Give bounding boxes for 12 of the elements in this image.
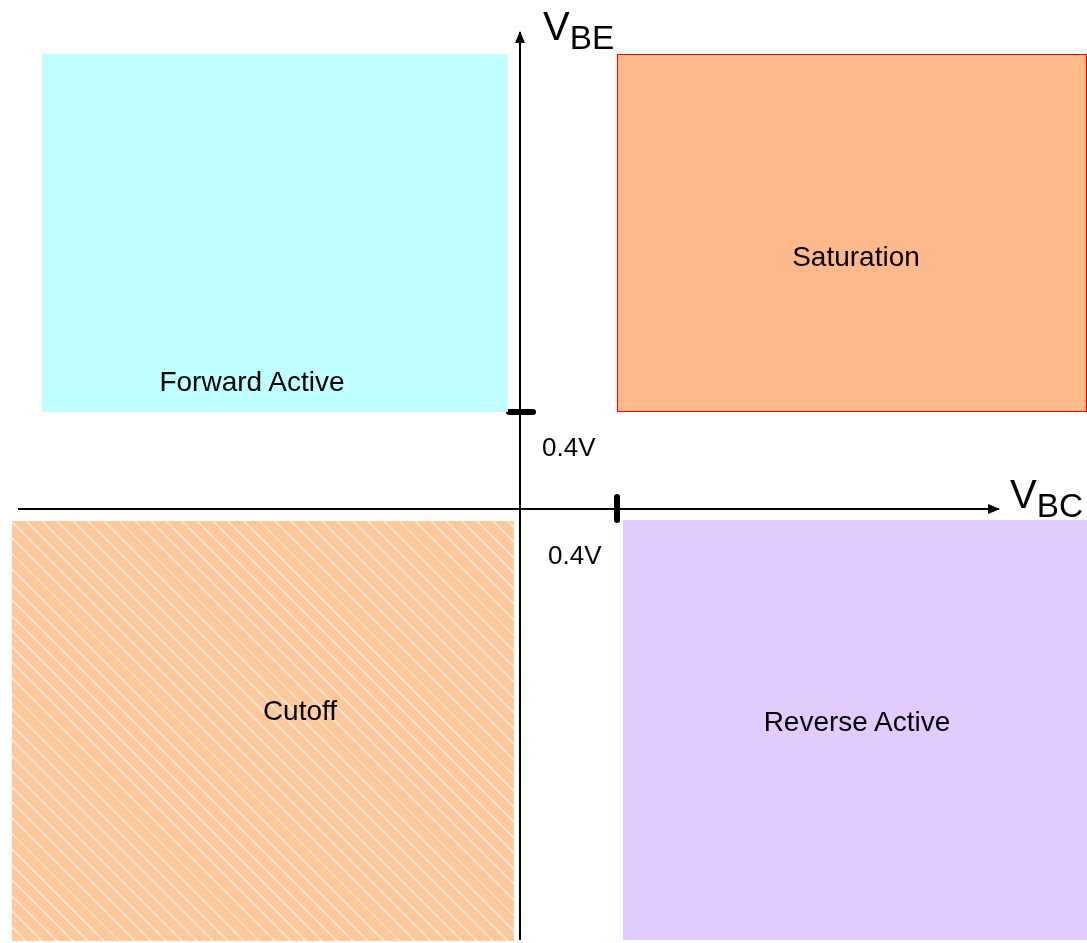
region-area: [12, 521, 514, 941]
region-label: Reverse Active: [763, 706, 951, 738]
region-label: Cutoff: [262, 695, 338, 727]
region-area: [42, 54, 508, 412]
axis-label: V$_{BE}$: [543, 4, 615, 57]
tick-label: 0.4V: [548, 540, 602, 571]
tick-label: 0.4V: [542, 432, 596, 463]
region-label: Saturation: [792, 241, 920, 273]
axis-label: V$_{BC}$: [1010, 472, 1083, 525]
region-area: [623, 520, 1087, 940]
region-area: [617, 54, 1087, 412]
region-label: Forward Active: [159, 366, 345, 398]
